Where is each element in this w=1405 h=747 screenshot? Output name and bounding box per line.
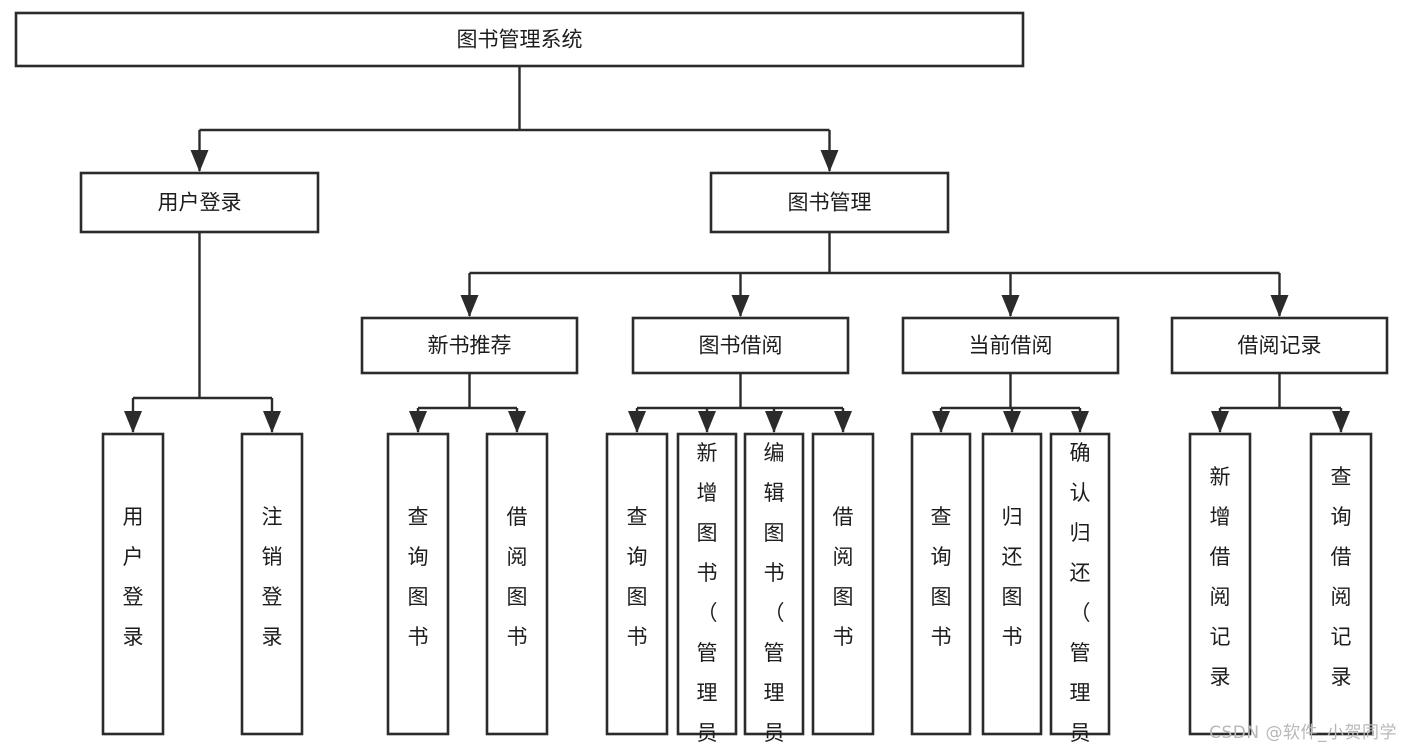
node-leaf-edit-book[interactable]: 编辑图书（管理员） bbox=[743, 432, 805, 747]
node-leaf-user-login-box[interactable] bbox=[101, 432, 165, 736]
arrowhead-to-borrow-record bbox=[1270, 295, 1289, 317]
node-borrow-record-box[interactable] bbox=[1170, 316, 1389, 375]
node-leaf-query-record-label: 查询借阅记录 bbox=[1331, 465, 1352, 689]
node-book-borrow[interactable]: 图书借阅 bbox=[631, 316, 850, 375]
node-leaf-query-book-3-label: 查询图书 bbox=[931, 505, 952, 649]
node-leaf-borrow-book-1-label: 借阅图书 bbox=[507, 505, 528, 649]
node-root[interactable]: 图书管理系统 bbox=[14, 11, 1025, 68]
arrowhead-to-book-borrow bbox=[731, 295, 750, 317]
node-leaf-query-book-3-box[interactable] bbox=[910, 432, 972, 736]
node-leaf-user-login-label: 用户登录 bbox=[123, 505, 144, 649]
node-leaf-query-book-2-label: 查询图书 bbox=[627, 505, 648, 649]
node-leaf-confirm-return[interactable]: 确认归还（管理员） bbox=[1049, 432, 1111, 747]
arrowhead-to-current-borrow bbox=[1001, 295, 1020, 317]
node-leaf-query-record-box[interactable] bbox=[1309, 432, 1373, 736]
node-book-manage-label: 图书管理 bbox=[788, 191, 872, 215]
node-leaf-return-book[interactable]: 归还图书 bbox=[981, 432, 1043, 736]
node-leaf-add-book-label: 新增图书（管理员） bbox=[697, 441, 718, 747]
node-leaf-query-book-2-box[interactable] bbox=[605, 432, 669, 736]
arrowhead-to-user-login bbox=[190, 150, 209, 172]
node-borrow-record-label: 借阅记录 bbox=[1238, 334, 1322, 358]
arrowhead-to-leaf-add-book bbox=[698, 411, 716, 433]
node-current-borrow-label: 当前借阅 bbox=[969, 334, 1053, 358]
node-root-label: 图书管理系统 bbox=[457, 28, 583, 52]
arrowhead-to-leaf-borrow-book-2 bbox=[834, 411, 852, 433]
node-book-manage-box[interactable] bbox=[709, 171, 950, 234]
node-book-borrow-box[interactable] bbox=[631, 316, 850, 375]
arrowhead-to-new-book-rec bbox=[460, 295, 479, 317]
node-root-box[interactable] bbox=[14, 11, 1025, 68]
node-leaf-user-logout-box[interactable] bbox=[240, 432, 304, 736]
node-book-manage[interactable]: 图书管理 bbox=[709, 171, 950, 234]
node-leaf-query-book-1[interactable]: 查询图书 bbox=[386, 432, 450, 736]
arrowhead-to-leaf-confirm-return bbox=[1071, 411, 1089, 433]
arrowhead-to-leaf-query-record bbox=[1332, 411, 1350, 433]
node-new-book-rec[interactable]: 新书推荐 bbox=[360, 316, 579, 375]
node-borrow-record[interactable]: 借阅记录 bbox=[1170, 316, 1389, 375]
node-new-book-rec-box[interactable] bbox=[360, 316, 579, 375]
node-leaf-borrow-book-2-box[interactable] bbox=[811, 432, 875, 736]
node-leaf-query-book-1-box[interactable] bbox=[386, 432, 450, 736]
node-user-login-box[interactable] bbox=[79, 171, 320, 234]
arrowhead-to-leaf-return-book bbox=[1003, 411, 1021, 433]
connector-layer bbox=[124, 66, 1350, 433]
arrowhead-to-leaf-edit-book bbox=[765, 411, 783, 433]
node-leaf-return-book-label: 归还图书 bbox=[1002, 505, 1023, 649]
node-leaf-borrow-book-2[interactable]: 借阅图书 bbox=[811, 432, 875, 736]
node-user-login[interactable]: 用户登录 bbox=[79, 171, 320, 234]
arrowhead-to-leaf-add-record bbox=[1211, 411, 1229, 433]
node-leaf-query-book-2[interactable]: 查询图书 bbox=[605, 432, 669, 736]
arrowhead-to-leaf-query-book-2 bbox=[628, 411, 646, 433]
node-leaf-query-book-3[interactable]: 查询图书 bbox=[910, 432, 972, 736]
node-current-borrow[interactable]: 当前借阅 bbox=[901, 316, 1120, 375]
node-layer: 图书管理系统用户登录图书管理新书推荐图书借阅当前借阅借阅记录用户登录注销登录查询… bbox=[14, 11, 1389, 747]
arrowhead-to-leaf-borrow-book-1 bbox=[508, 411, 526, 433]
node-leaf-add-book-box[interactable] bbox=[676, 432, 738, 736]
arrowhead-to-leaf-query-book-1 bbox=[409, 411, 427, 433]
node-leaf-query-book-1-label: 查询图书 bbox=[408, 505, 429, 649]
node-leaf-add-book[interactable]: 新增图书（管理员） bbox=[676, 432, 738, 747]
node-new-book-rec-label: 新书推荐 bbox=[428, 334, 512, 358]
node-user-login-label: 用户登录 bbox=[158, 191, 242, 215]
node-leaf-borrow-book-2-label: 借阅图书 bbox=[833, 505, 854, 649]
arrowhead-to-leaf-query-book-3 bbox=[932, 411, 950, 433]
node-leaf-add-record[interactable]: 新增借阅记录 bbox=[1188, 432, 1252, 736]
arrowhead-to-book-manage bbox=[820, 150, 839, 172]
node-leaf-edit-book-box[interactable] bbox=[743, 432, 805, 736]
node-leaf-borrow-book-1[interactable]: 借阅图书 bbox=[485, 432, 549, 736]
node-leaf-user-login[interactable]: 用户登录 bbox=[101, 432, 165, 736]
node-leaf-confirm-return-box[interactable] bbox=[1049, 432, 1111, 736]
arrowhead-to-leaf-user-logout bbox=[263, 411, 281, 433]
node-book-borrow-label: 图书借阅 bbox=[699, 334, 783, 358]
node-leaf-add-record-label: 新增借阅记录 bbox=[1210, 465, 1231, 689]
node-current-borrow-box[interactable] bbox=[901, 316, 1120, 375]
arrowhead-to-leaf-user-login bbox=[124, 411, 142, 433]
node-leaf-query-record[interactable]: 查询借阅记录 bbox=[1309, 432, 1373, 736]
node-leaf-return-book-box[interactable] bbox=[981, 432, 1043, 736]
node-leaf-user-logout[interactable]: 注销登录 bbox=[240, 432, 304, 736]
node-leaf-user-logout-label: 注销登录 bbox=[262, 505, 283, 649]
node-leaf-add-record-box[interactable] bbox=[1188, 432, 1252, 736]
node-leaf-confirm-return-label: 确认归还（管理员） bbox=[1070, 441, 1091, 747]
node-leaf-edit-book-label: 编辑图书（管理员） bbox=[764, 441, 785, 747]
csdn-watermark: CSDN @软件_小贺同学 bbox=[1209, 723, 1397, 743]
node-leaf-borrow-book-1-box[interactable] bbox=[485, 432, 549, 736]
